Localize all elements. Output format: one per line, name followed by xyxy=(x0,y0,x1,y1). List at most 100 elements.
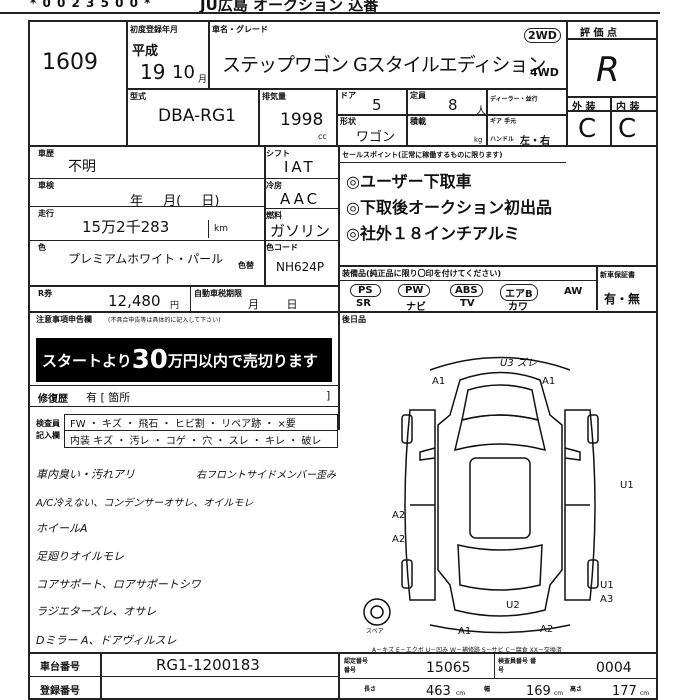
banner-amount: 30 xyxy=(131,345,168,375)
model-label: 型式 xyxy=(130,92,146,101)
length: 463 xyxy=(426,684,451,699)
start-price-banner: スタートより 30 万円以内で売切ります xyxy=(36,338,332,382)
vehicle-name: ステップワゴン Gスタイルエディション xyxy=(222,54,546,76)
mark-u2-rear: U2 xyxy=(506,600,520,611)
vehicle-name-label: 車名・グレード xyxy=(212,25,268,34)
checks-label-top: 検査員 xyxy=(36,419,60,428)
width-unit: cm xyxy=(554,690,564,697)
note-line-7: Dミラー A、ドアヴィルスレ xyxy=(36,634,177,647)
note-line-2: A/C冷えない、コンデンサーオサレ、オイルモレ xyxy=(36,498,254,509)
chassis-label: 車台番号 xyxy=(40,662,80,673)
color-label: 色 xyxy=(38,243,46,252)
capacity-unit: 人 xyxy=(476,106,486,117)
drive-4wd: 4WD xyxy=(530,66,559,79)
cc-unit: cc xyxy=(318,132,327,141)
tax-date: 月 日 xyxy=(248,298,298,311)
notes-sublabel: (不具合申告等は具体的に記入して下さい) xyxy=(108,317,221,324)
mark-a1-front: A1 xyxy=(432,376,446,387)
cert-number: 15065 xyxy=(426,660,471,676)
note-right: 右フロントサイドメンバー歪み xyxy=(196,470,336,481)
grade-score: R xyxy=(596,50,620,90)
height: 177 xyxy=(612,684,637,699)
color-code-label: 色コード xyxy=(266,243,298,252)
load-label: 積載 xyxy=(410,117,426,126)
inspection-label: 車検 xyxy=(38,181,54,190)
sales-points-label: セールスポイント(正常に稼働するものに限ります) xyxy=(342,151,503,159)
checks-box xyxy=(64,414,338,448)
transmission-label: ギア 手元 xyxy=(490,118,517,125)
mark-a1-rear: A1 xyxy=(458,626,472,637)
equipment-label: 装備品(純正品に限り〇印を付けてください) xyxy=(342,269,502,278)
equip-sr: SR xyxy=(356,298,371,309)
color-change-label: 色替 xyxy=(238,261,254,270)
inspector-number: 0004 xyxy=(596,660,632,676)
height-label: 高さ xyxy=(570,686,583,693)
equip-navi: ナビ xyxy=(406,302,426,313)
shift: IAT xyxy=(284,158,316,176)
note-line-4: 足廻りオイルモレ xyxy=(36,550,124,563)
auction-title: JU広島 オークション 込番 xyxy=(200,0,379,14)
grade-label: 評 価 点 xyxy=(580,28,617,39)
mileage: 15万2千283 xyxy=(82,218,170,236)
checks-label-bottom: 記入欄 xyxy=(36,431,60,440)
ac: AAC xyxy=(280,190,321,208)
shift-label: シフト xyxy=(266,149,290,158)
history: 不明 xyxy=(68,159,96,175)
mark-a1-right: A1 xyxy=(542,376,556,387)
after-label: 後日品 xyxy=(342,315,366,324)
handle-label: ハンドル xyxy=(490,136,515,143)
inspection-date: 年 月( 日) xyxy=(130,194,220,209)
equip-airbag: エアB xyxy=(500,284,538,301)
shape-label: 形状 xyxy=(340,117,356,126)
mark-u1-right: U1 xyxy=(620,480,634,491)
history-label: 車歴 xyxy=(38,149,54,158)
ac-label: 冷房 xyxy=(266,181,282,190)
dealer-label: ディーラー・並行 xyxy=(490,96,538,103)
diagram-top-note: U3 ズレ xyxy=(500,358,537,369)
note-line-6: ラジエターズレ、オサレ xyxy=(36,605,157,618)
exterior-grade: C xyxy=(578,114,597,144)
displacement-label: 排気量 xyxy=(262,92,286,101)
new-car-warranty-label: 新車保証書 xyxy=(600,271,635,279)
height-unit: cm xyxy=(640,690,650,697)
mark-a2-rear: A2 xyxy=(540,624,554,635)
mark-a2-left: A2 xyxy=(392,510,406,521)
registration-era: 平成 xyxy=(132,44,159,59)
register-label: 登録番号 xyxy=(40,686,80,697)
handle: 左・右 xyxy=(520,136,550,147)
doors: 5 xyxy=(372,96,382,114)
yen-unit: 円 xyxy=(170,301,180,311)
kg-unit: kg xyxy=(474,136,483,144)
capacity-label: 定員 xyxy=(410,91,426,100)
sales-point-3: ◎社外１８インチアルミ xyxy=(346,224,520,243)
doors-label: ドア xyxy=(340,91,356,100)
equip-aw: AW xyxy=(564,286,583,297)
stock-number: * 0 0 2 3 5 0 0 * xyxy=(30,0,152,10)
color: プレミアムホワイト・パール xyxy=(68,252,224,266)
checks-row-1: FW ・ キズ ・ 飛石 ・ ヒビ割 ・ リペア跡 ・ ×要 xyxy=(70,419,296,430)
width: 169 xyxy=(526,684,551,699)
note-line-1: 車内臭い・汚れアリ xyxy=(36,468,135,481)
mark-a3-lower-right: A3 xyxy=(600,594,614,605)
registration-year: 19 xyxy=(140,60,166,84)
fuel: ガソリン xyxy=(270,222,331,240)
displacement: 1998 xyxy=(280,110,324,130)
cert-label: 認定番号 番号 xyxy=(344,658,369,674)
notes-label: 注意事項申告欄 xyxy=(36,315,92,324)
repair-bracket: ] xyxy=(326,389,331,402)
banner-prefix: スタートより xyxy=(42,351,132,370)
length-unit: cm xyxy=(456,690,466,697)
length-label: 長さ xyxy=(364,686,377,693)
color-code: NH624P xyxy=(276,260,325,274)
note-line-3: ホイールA xyxy=(36,522,88,535)
registration-month-unit: 月 xyxy=(198,75,208,85)
model-code: DBA-RG1 xyxy=(158,106,236,126)
equip-pw: PW xyxy=(398,284,431,297)
mark-u1-lower-right: U1 xyxy=(600,580,614,591)
damage-legend: A－キズ E－エクボ U－凹み W－補修跡 S－サビ C－腐食 XX－交換済 xyxy=(372,647,562,654)
repair-history-label: 修復歴 xyxy=(38,394,68,405)
recycle-label: R券 xyxy=(38,289,53,298)
width-label: 幅 xyxy=(484,686,491,693)
lot-number: 1609 xyxy=(42,50,98,75)
recycle-fee: 12,480 xyxy=(108,292,161,310)
